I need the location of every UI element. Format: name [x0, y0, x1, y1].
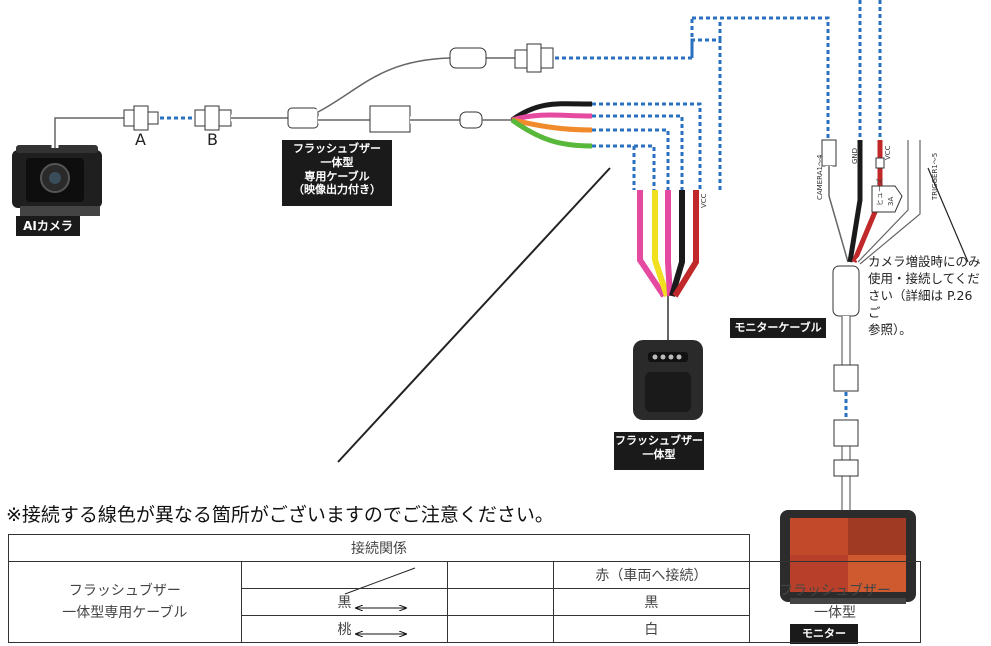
gnd-label: GND — [851, 147, 859, 164]
table-row: 黒 黒 — [9, 588, 921, 616]
table-cell-empty — [240, 561, 449, 589]
video-out-connector — [514, 43, 554, 73]
connection-table: 接続関係 フラッシュブザー 一体型専用ケーブル 赤（車両へ接続） フラッシュブザ… — [8, 534, 921, 643]
fuse-label: ヒューズ — [876, 178, 884, 206]
table-cell-left: 黒 — [240, 588, 449, 616]
buzzer-tag: フラッシュブザー 一体型 — [614, 432, 704, 470]
flash-buzzer-device — [633, 340, 703, 420]
table-row: 桃 白 — [9, 615, 921, 643]
table-left-label: フラッシュブザー 一体型専用ケーブル — [8, 561, 242, 643]
monitor-cable-wires — [821, 139, 969, 265]
table-cell-left: 桃 — [240, 615, 449, 643]
monitor-cable-tag: モニターケーブル — [730, 318, 826, 338]
buzzer-wires — [637, 190, 699, 340]
cable-tag: フラッシュブザー 一体型 専用ケーブル （映像出力付き） — [282, 140, 392, 206]
camera-label: CAMERA1～4 — [816, 154, 824, 200]
fuse-value: 3A — [887, 196, 895, 206]
table-right-top: 赤（車両へ接続） — [552, 561, 751, 589]
connector-a-label: A — [135, 130, 146, 149]
trigger-label: TRIGGER1～5 — [931, 152, 939, 200]
table-cell-right: 黒 — [552, 588, 751, 616]
connector-a — [123, 105, 159, 131]
table-header: 接続関係 — [8, 534, 750, 562]
table-right-label: フラッシュブザー 一体型 — [749, 561, 921, 643]
connector-b — [194, 105, 232, 131]
warning-text: ※接続する線色が異なる箇所がございますのでご注意ください。 — [6, 504, 554, 526]
table-cell-arrow — [447, 588, 554, 616]
table-cell-arrow — [447, 615, 554, 643]
ai-camera-device — [12, 145, 102, 216]
vcc-monitor-label: VCC — [884, 145, 892, 160]
ai-camera-tag: AIカメラ — [16, 216, 80, 236]
extension-note: カメラ増設時にのみ 使用・接続してくだ さい（詳細は P.26 ご 参照）。 — [868, 254, 981, 337]
table-cell-diagonal — [447, 561, 554, 589]
table-cell-right: 白 — [552, 615, 751, 643]
vcc-buzzer-label: VCC — [700, 193, 708, 208]
connector-b-label: B — [207, 130, 218, 149]
